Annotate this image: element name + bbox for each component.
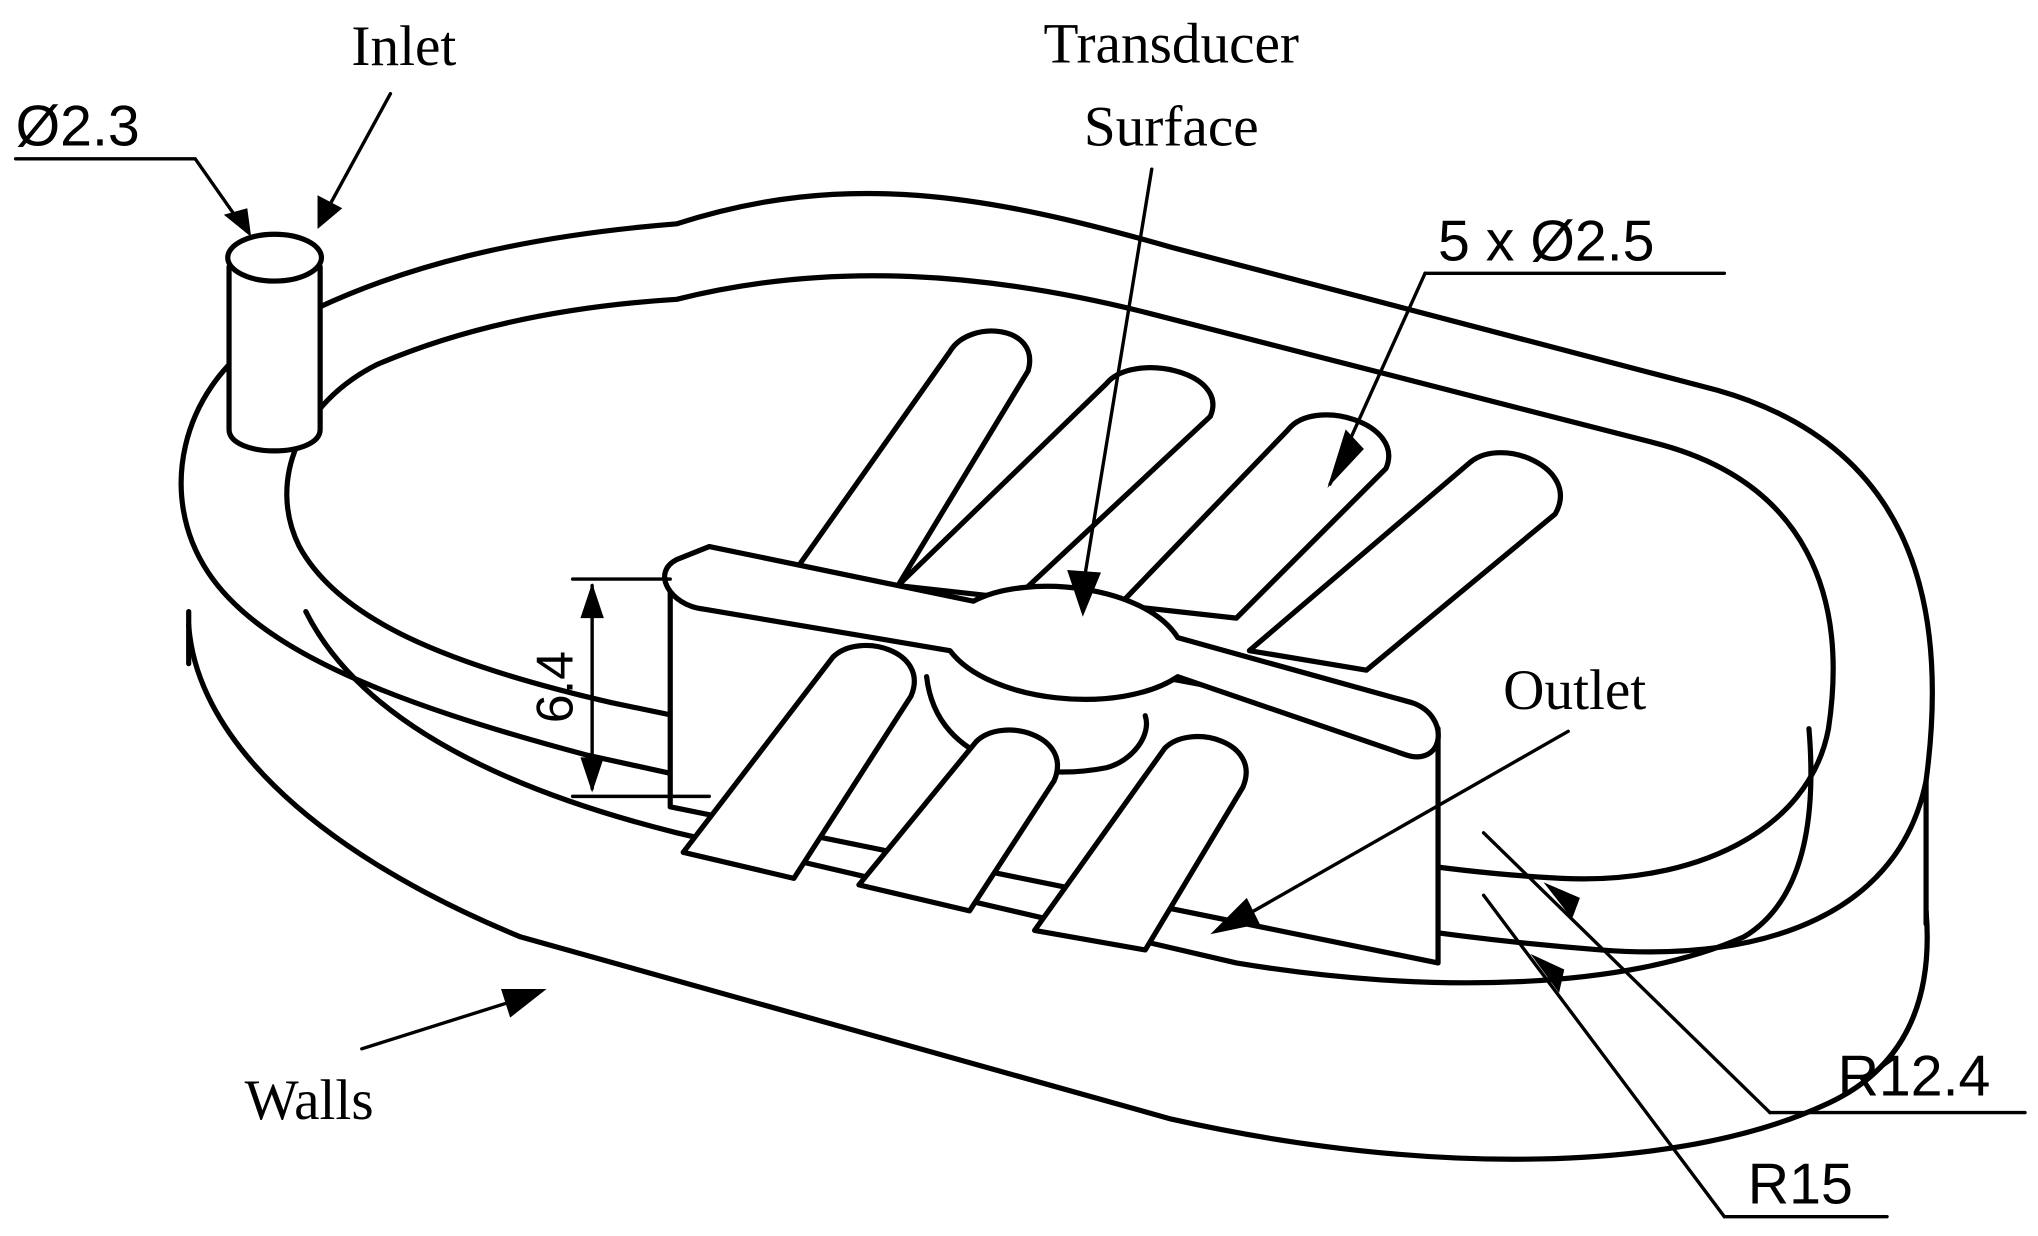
walls-label: Walls — [245, 1069, 374, 1132]
inner-basin-floor-edge — [303, 608, 1814, 986]
outer-radius-leader — [1481, 893, 1727, 1219]
height-dimension: 6.4 — [527, 577, 711, 799]
rod-front-1 — [680, 642, 917, 881]
outer-radius-annotation: R15 — [1481, 893, 1889, 1219]
rods-front — [680, 642, 1249, 953]
transducer-leader — [1083, 167, 1154, 575]
outer-radius-arrow — [1530, 953, 1565, 993]
outlet-arrow — [1210, 897, 1260, 935]
transducer-arrow — [1067, 569, 1101, 617]
inlet-cylinder-top — [225, 231, 325, 284]
inlet-diameter-leader — [13, 157, 243, 226]
height-arrow-bottom — [580, 757, 604, 793]
inner-radius-arrow — [1543, 882, 1580, 919]
outer-radius-label: R15 — [1748, 1153, 1853, 1217]
outer-wall-bottom-edge — [186, 622, 1930, 1162]
rod-back-4 — [1246, 450, 1563, 673]
rods-annotation: 5 x Ø2.5 — [1327, 209, 1727, 488]
inlet-diameter-arrow — [223, 208, 252, 237]
rod-back-2 — [895, 365, 1216, 602]
inlet-cylinder-body — [226, 264, 323, 454]
height-label: 6.4 — [527, 651, 585, 723]
walls-annotation: Walls — [245, 988, 547, 1132]
rods-back — [791, 328, 1563, 673]
rods-label: 5 x Ø2.5 — [1438, 209, 1654, 273]
rod-back-1 — [791, 328, 1033, 589]
inlet-diameter-label: Ø2.3 — [16, 95, 140, 159]
height-arrow-top — [580, 582, 604, 619]
transducer-label-line1: Transducer — [1044, 12, 1299, 75]
outlet-label: Outlet — [1503, 659, 1646, 722]
outlet-leader — [1247, 729, 1570, 916]
transducer-disk-edge — [923, 674, 1150, 775]
inlet-cylinder — [225, 231, 325, 454]
inner-radius-annotation: R12.4 — [1481, 831, 2027, 1115]
inlet-label: Inlet — [351, 15, 456, 78]
rod-front-2 — [856, 727, 1060, 914]
inlet-diameter-annotation: Ø2.3 — [13, 95, 252, 237]
inner-radius-label: R12.4 — [1838, 1045, 1991, 1109]
inner-radius-leader — [1481, 831, 1772, 1115]
transducer-annotation: Transducer Surface — [1044, 12, 1299, 617]
rod-front-3 — [1032, 733, 1249, 953]
inlet-arrow — [317, 195, 343, 230]
transducer-label-line2: Surface — [1084, 96, 1259, 159]
inlet-annotation: Inlet — [317, 15, 456, 230]
outlet-annotation: Outlet — [1210, 659, 1646, 935]
inner-wall — [284, 273, 1836, 986]
rods-arrow — [1327, 429, 1364, 488]
inlet-leader — [326, 91, 393, 210]
walls-leader — [360, 1000, 512, 1051]
walls-arrow — [501, 988, 547, 1018]
